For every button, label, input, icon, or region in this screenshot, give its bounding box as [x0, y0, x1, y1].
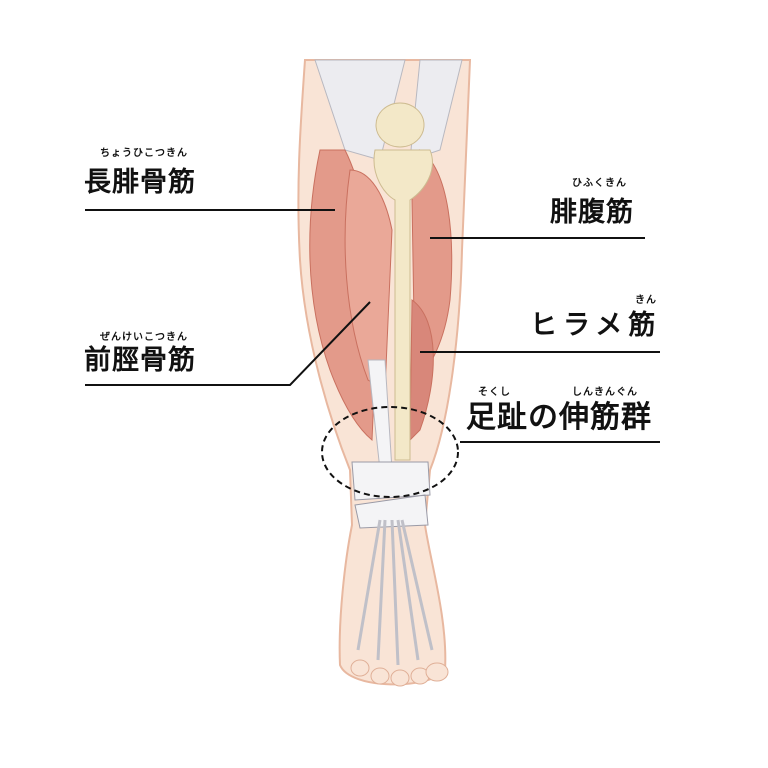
toe-tendons	[356, 519, 434, 666]
tibialis-anterior-muscle	[344, 169, 393, 391]
peroneus-longus-ruby: ちょうひこつきん	[100, 148, 188, 159]
peroneus-longus-label: 長腓骨筋	[84, 167, 196, 198]
highlight-dashed-ellipse	[321, 406, 459, 498]
tibialis-anterior-ruby: ぜんけいこつきん	[100, 332, 188, 343]
toes	[350, 659, 449, 687]
toe-extensors-label: 足趾の伸筋群	[466, 400, 652, 435]
toe-extensors-ruby-2: しんきんぐん	[572, 387, 638, 398]
gastrocnemius-label: 腓腹筋	[550, 197, 634, 228]
soleus-muscle	[409, 299, 434, 442]
tibia-bone	[373, 149, 433, 461]
leader-line-tibialis-anterior	[85, 301, 371, 386]
gastrocnemius-ruby: ひふくきん	[572, 178, 627, 189]
toe-extensors-ruby-1: そくし	[478, 387, 511, 398]
soleus-ruby: きん	[635, 295, 657, 306]
tibialis-anterior-label: 前脛骨筋	[84, 345, 196, 376]
soleus-label: ヒラメ筋	[530, 310, 662, 341]
extensor-retinaculum	[351, 461, 431, 529]
patella-bone	[375, 102, 425, 148]
